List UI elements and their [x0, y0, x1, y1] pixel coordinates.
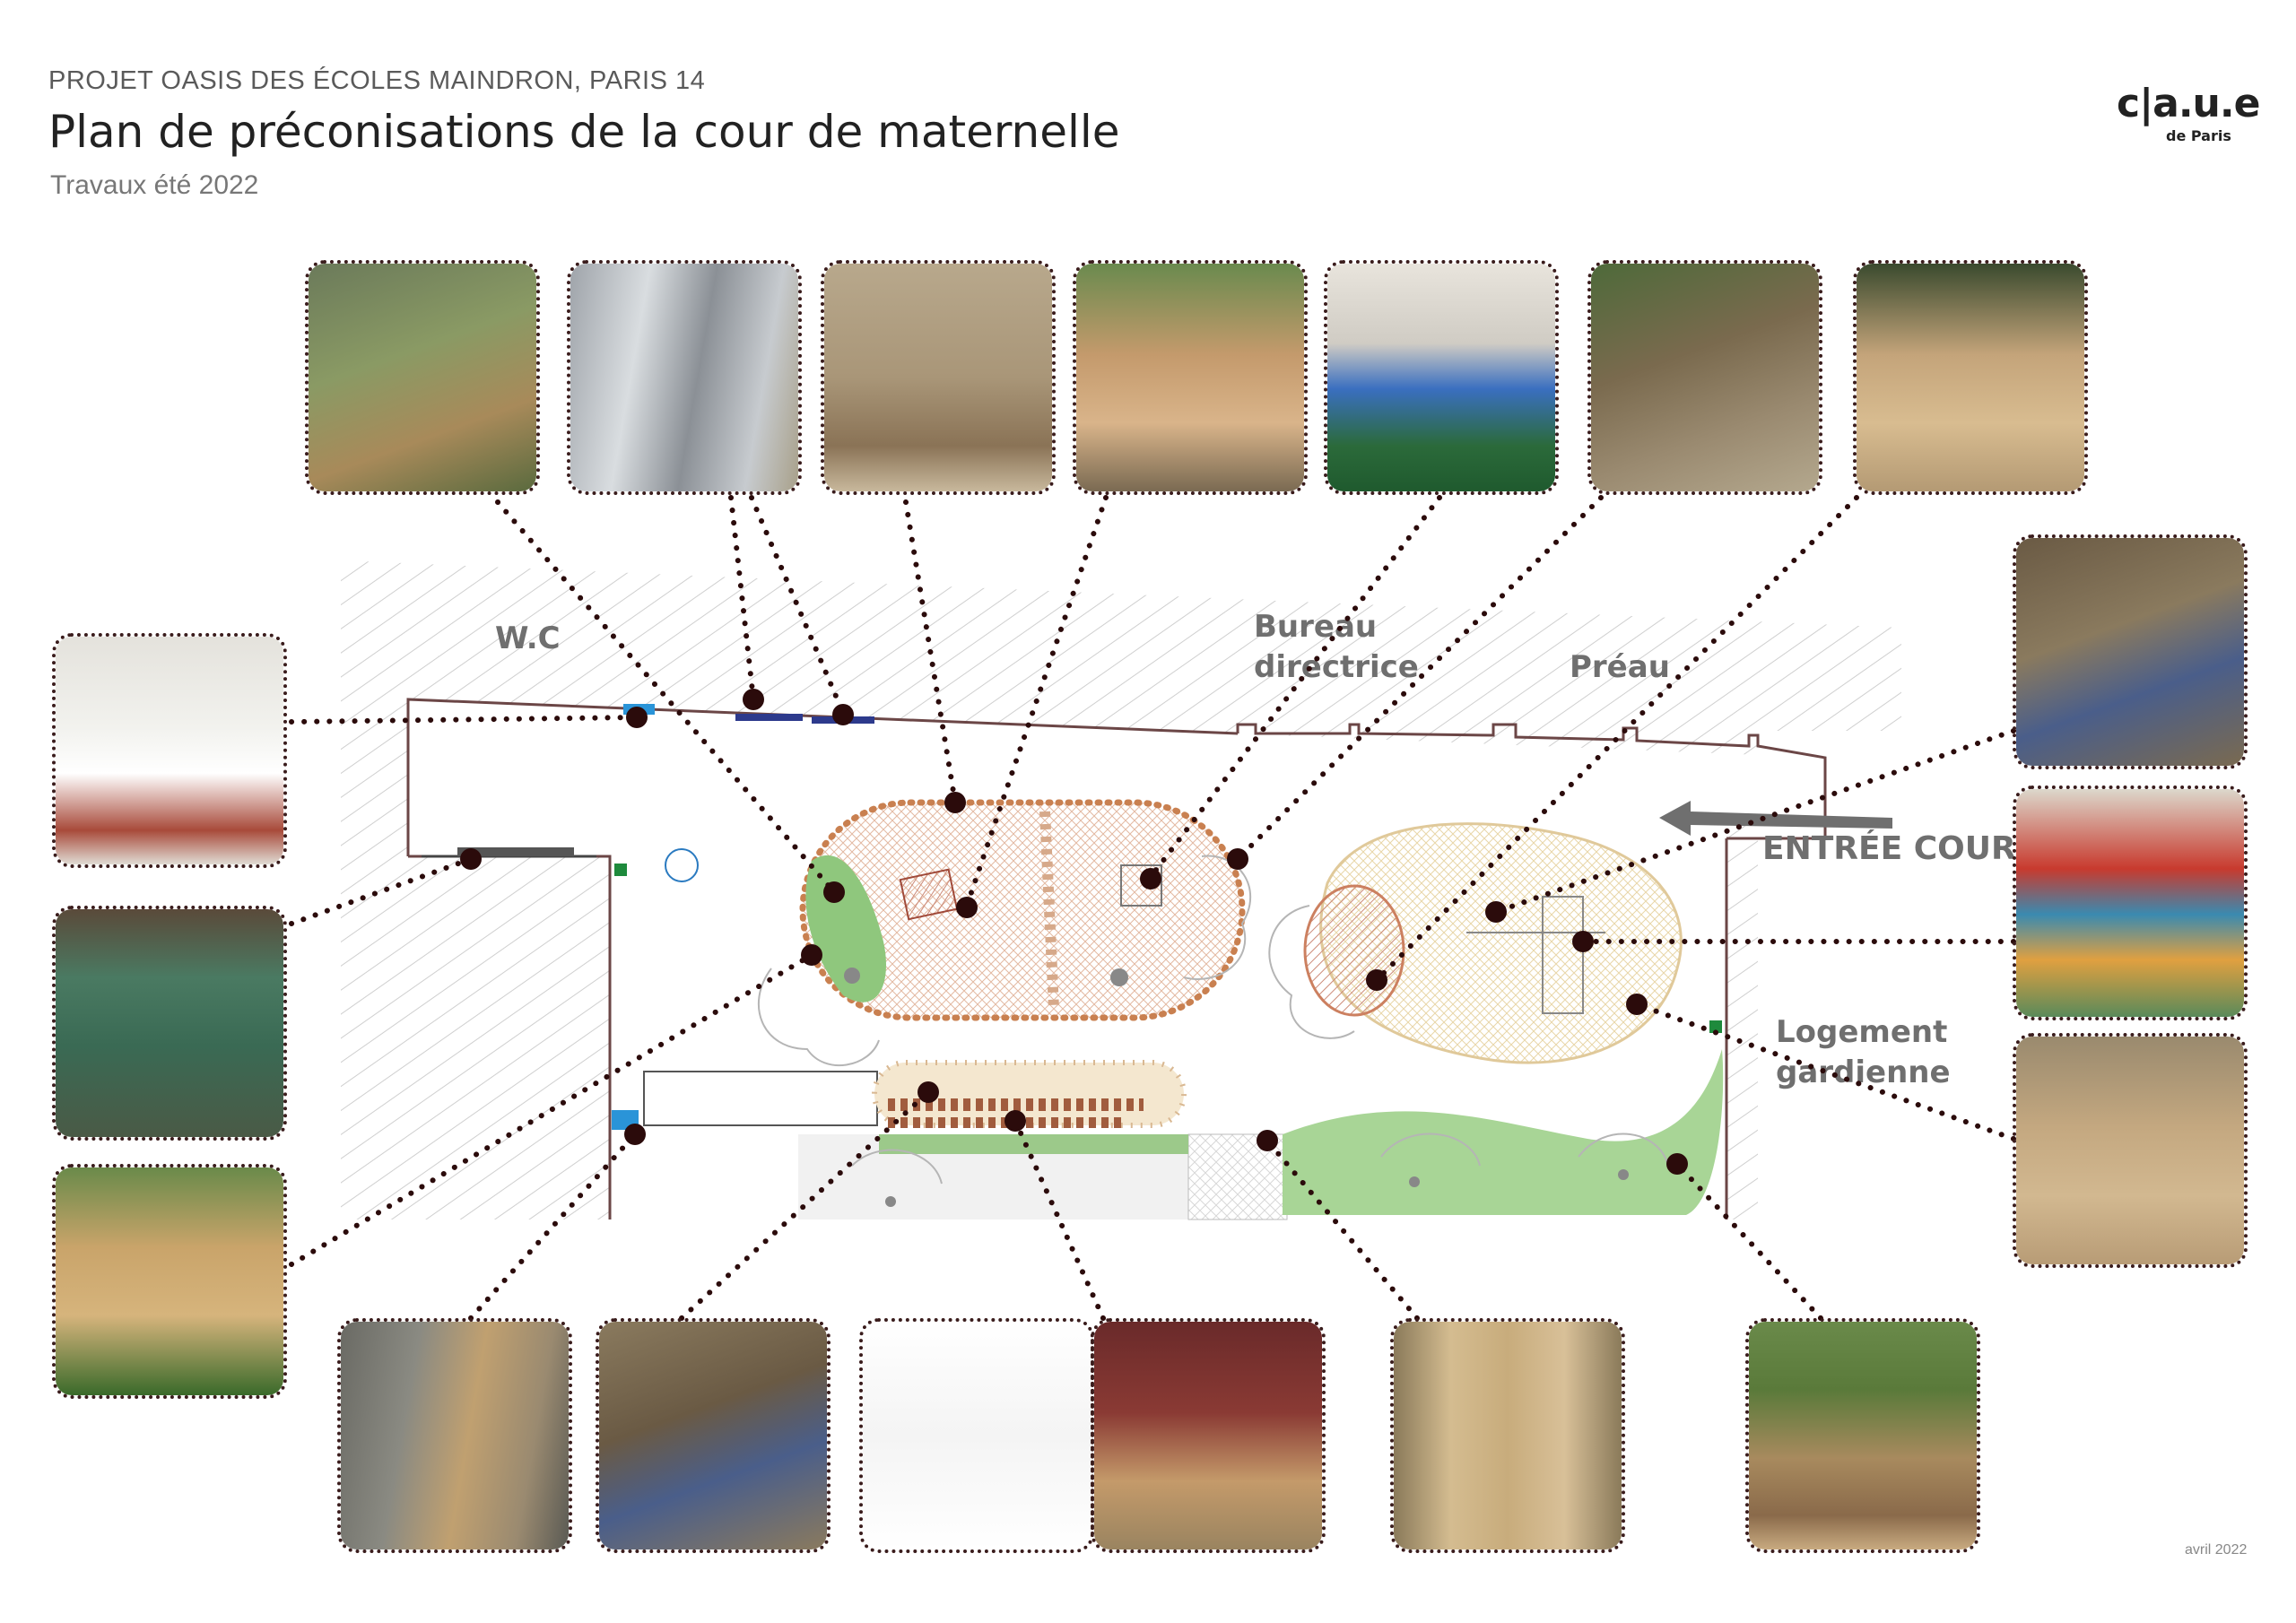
children-stumps-icon [1094, 1322, 1322, 1549]
page-subtitle: Travaux été 2022 [50, 170, 259, 200]
log-path [872, 1060, 1187, 1128]
entrance-arrow [1659, 801, 1892, 836]
log-stumps-icon [824, 264, 1052, 491]
label-bureau-line1: Bureau [1254, 609, 1377, 645]
caue-logo: c|a.u.e de Paris [2117, 81, 2260, 152]
photo-wooden-gate [1390, 1318, 1625, 1553]
label-logement-line1: Logement [1776, 1014, 1947, 1050]
small-feature [665, 848, 699, 882]
photo-play-structure [2013, 785, 2248, 1020]
photo-mirror-panels [567, 260, 802, 495]
bench-strip [643, 1071, 878, 1126]
logo-sub-text: de Paris [2166, 127, 2231, 144]
digging-icon [2016, 538, 2244, 766]
photo-stumps-sketch [859, 1318, 1094, 1553]
shed-icon [341, 1322, 569, 1549]
photo-compost-bin [52, 1164, 287, 1399]
photo-wooden-shed [337, 1318, 572, 1553]
photo-rope-fence [305, 260, 540, 495]
chalkboard-mark [457, 847, 574, 856]
log-border-icon [2016, 1037, 2244, 1264]
log-edging-icon [1591, 264, 1819, 491]
sink-icon [56, 637, 283, 864]
mirror-wall-mark-1 [735, 714, 803, 721]
mirror-panel-icon [570, 264, 798, 491]
tree-bench-icon [1857, 264, 2084, 491]
label-logement-line2: gardienne [1776, 1055, 1951, 1090]
photo-chalkboard [52, 906, 287, 1141]
photo-digging-child-bottom [596, 1318, 831, 1553]
car-icon [1327, 264, 1555, 491]
green-strip-bottom [879, 1134, 1188, 1154]
label-wc: W.C [495, 621, 561, 656]
tree-canopies [757, 855, 1669, 1185]
leader-endpoints [460, 689, 1688, 1175]
green-marker-right [1709, 1020, 1722, 1033]
gate-icon [1394, 1322, 1622, 1549]
tree-trunks [844, 968, 1629, 1207]
central-garden-oval [799, 799, 1246, 1021]
logo-main-text: c|a.u.e [2117, 81, 2260, 126]
project-label: PROJET OASIS DES ÉCOLES MAINDRON, PARIS … [48, 66, 706, 95]
photo-log-border [2013, 1033, 2248, 1268]
rope-fence-planting-icon [309, 264, 536, 491]
label-bureau-line2: directrice [1254, 649, 1419, 685]
photo-log-stumps-jumping [821, 260, 1056, 495]
photo-blue-car-play [1324, 260, 1559, 495]
date-label: avril 2022 [2185, 1542, 2248, 1558]
photo-wooden-playhouse [1073, 260, 1308, 495]
photo-sink-trough [52, 633, 287, 868]
photo-children-stumps [1091, 1318, 1326, 1553]
chalkboard-icon [56, 909, 283, 1137]
photo-log-edging [1587, 260, 1822, 495]
sketch-icon [863, 1322, 1091, 1549]
playhouse-icon [1076, 264, 1304, 491]
raised-bed-icon [1749, 1322, 1977, 1549]
label-preau: Préau [1570, 649, 1670, 685]
green-mound [1283, 1049, 1724, 1215]
slide-icon [2016, 789, 2244, 1017]
photo-tree-deck-bench [1853, 260, 2088, 495]
label-entree-cour: ENTRÉE COUR [1762, 829, 2016, 867]
green-marker-left [614, 864, 627, 876]
compost-icon [56, 1167, 283, 1395]
digging-icon [599, 1322, 827, 1549]
photo-digging-child-right [2013, 534, 2248, 769]
page-title: Plan de préconisations de la cour de mat… [48, 106, 1120, 158]
photo-raised-beds [1745, 1318, 1980, 1553]
leader-lines [289, 495, 2016, 1321]
